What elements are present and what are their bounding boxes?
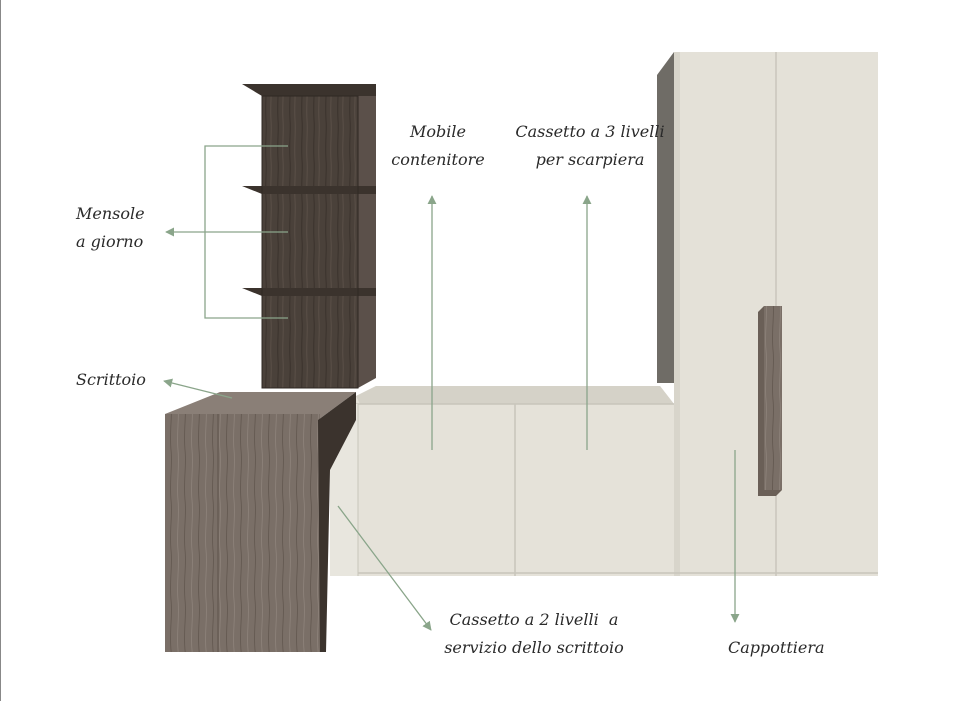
shelving-unit <box>242 84 376 389</box>
wardrobe-handle <box>758 306 782 496</box>
label-cassetto3-line1: Cassetto a 3 livelli <box>515 122 665 141</box>
label-scrittoio: Scrittoio <box>76 366 146 394</box>
label-cassetto3-line2: per scarpiera <box>535 150 645 169</box>
label-scrittoio-text: Scrittoio <box>76 370 146 389</box>
label-cassetto2: Cassetto a 2 livelli a servizio dello sc… <box>436 606 632 662</box>
left-border <box>0 0 1 701</box>
label-cappottiera: Cappottiera <box>728 634 825 662</box>
label-mensole-line1: Mensole <box>76 204 145 223</box>
label-cassetto2-line1: Cassetto a 2 livelli a <box>449 610 619 629</box>
label-cassetto3: Cassetto a 3 livelli per scarpiera <box>500 118 680 174</box>
label-mensole: Mensole a giorno <box>76 200 145 256</box>
leader-lines <box>163 145 740 631</box>
label-mensole-line2: a giorno <box>76 232 144 251</box>
label-cappottiera-text: Cappottiera <box>728 638 825 657</box>
label-cassetto2-line2: servizio dello scrittoio <box>444 638 624 657</box>
label-mobile-line2: contenitore <box>391 150 485 169</box>
label-mobile-line1: Mobile <box>410 122 466 141</box>
desk <box>165 392 356 652</box>
label-mobile: Mobile contenitore <box>388 118 488 174</box>
